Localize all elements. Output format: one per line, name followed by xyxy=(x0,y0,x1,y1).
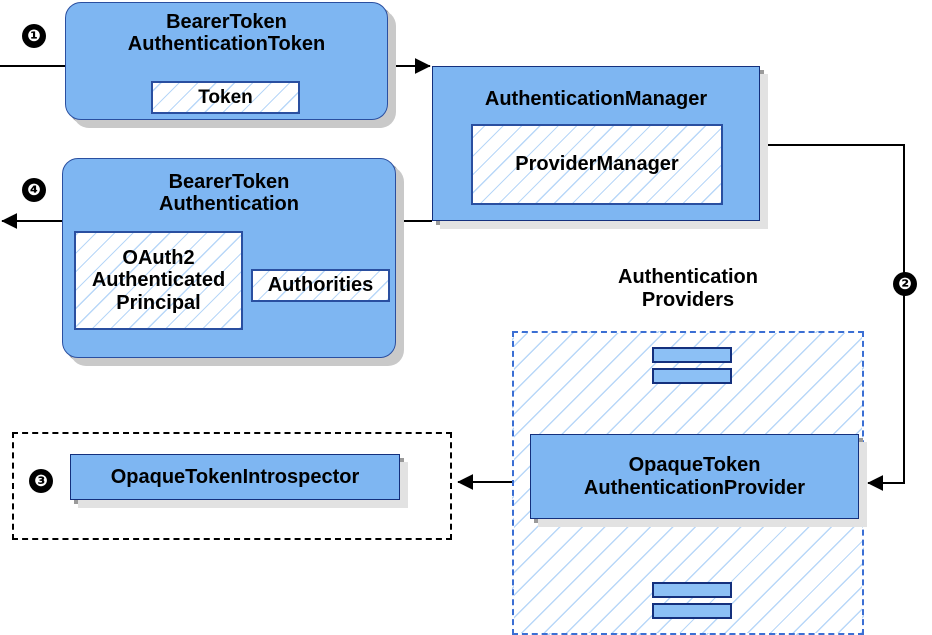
provider-bar-bottom-1 xyxy=(652,582,732,598)
step-badge-4: ❹ xyxy=(22,178,46,202)
node-bearer-token-authentication-token[interactable]: BearerToken AuthenticationToken Token xyxy=(65,2,388,120)
provider-bar-bottom-2 xyxy=(652,603,732,619)
step-badge-3: ❸ xyxy=(29,469,53,493)
node-opaque-token-introspector[interactable]: OpaqueTokenIntrospector xyxy=(70,454,400,500)
provider-bar-top-1 xyxy=(652,347,732,363)
authentication-providers-group-label: Authentication Providers xyxy=(512,266,864,311)
step-badge-2: ❷ xyxy=(893,272,917,296)
provider-manager-label: ProviderManager xyxy=(515,153,679,176)
node-opaque-token-authentication-provider[interactable]: OpaqueToken AuthenticationProvider xyxy=(530,434,859,519)
opaque-token-authentication-provider-line2: AuthenticationProvider xyxy=(583,476,806,499)
token-label: Token xyxy=(198,86,253,108)
authentication-manager-label: AuthenticationManager xyxy=(484,88,708,110)
authentication-providers-line1: Authentication xyxy=(618,266,758,288)
bearer-token-authentication-line2: Authentication xyxy=(159,193,299,216)
opaque-token-authentication-provider-line1: OpaqueToken xyxy=(628,454,761,477)
bearer-token-authentication-token-line1: BearerToken xyxy=(166,11,287,33)
node-authorities[interactable]: Authorities xyxy=(251,269,390,302)
step-badge-1: ❶ xyxy=(22,24,46,48)
oauth2-principal-line2: Authenticated xyxy=(91,269,226,292)
bearer-token-authentication-token-line2: AuthenticationToken xyxy=(127,33,326,56)
node-token[interactable]: Token xyxy=(151,81,300,114)
bearer-token-authentication-line1: BearerToken xyxy=(168,171,290,193)
authorities-label: Authorities xyxy=(267,274,374,297)
provider-bar-top-2 xyxy=(652,368,732,384)
opaque-token-introspector-label: OpaqueTokenIntrospector xyxy=(110,465,360,488)
oauth2-principal-line1: OAuth2 xyxy=(122,246,195,269)
opaque-token-introspector-group-box xyxy=(12,432,452,540)
node-bearer-token-authentication[interactable]: BearerToken Authentication OAuth2 Authen… xyxy=(62,158,396,358)
node-authentication-manager[interactable]: AuthenticationManager ProviderManager xyxy=(432,66,760,221)
authentication-providers-line2: Providers xyxy=(641,288,735,311)
node-oauth2-authenticated-principal[interactable]: OAuth2 Authenticated Principal xyxy=(74,231,243,330)
node-provider-manager[interactable]: ProviderManager xyxy=(471,124,723,205)
oauth2-principal-line3: Principal xyxy=(116,291,201,314)
